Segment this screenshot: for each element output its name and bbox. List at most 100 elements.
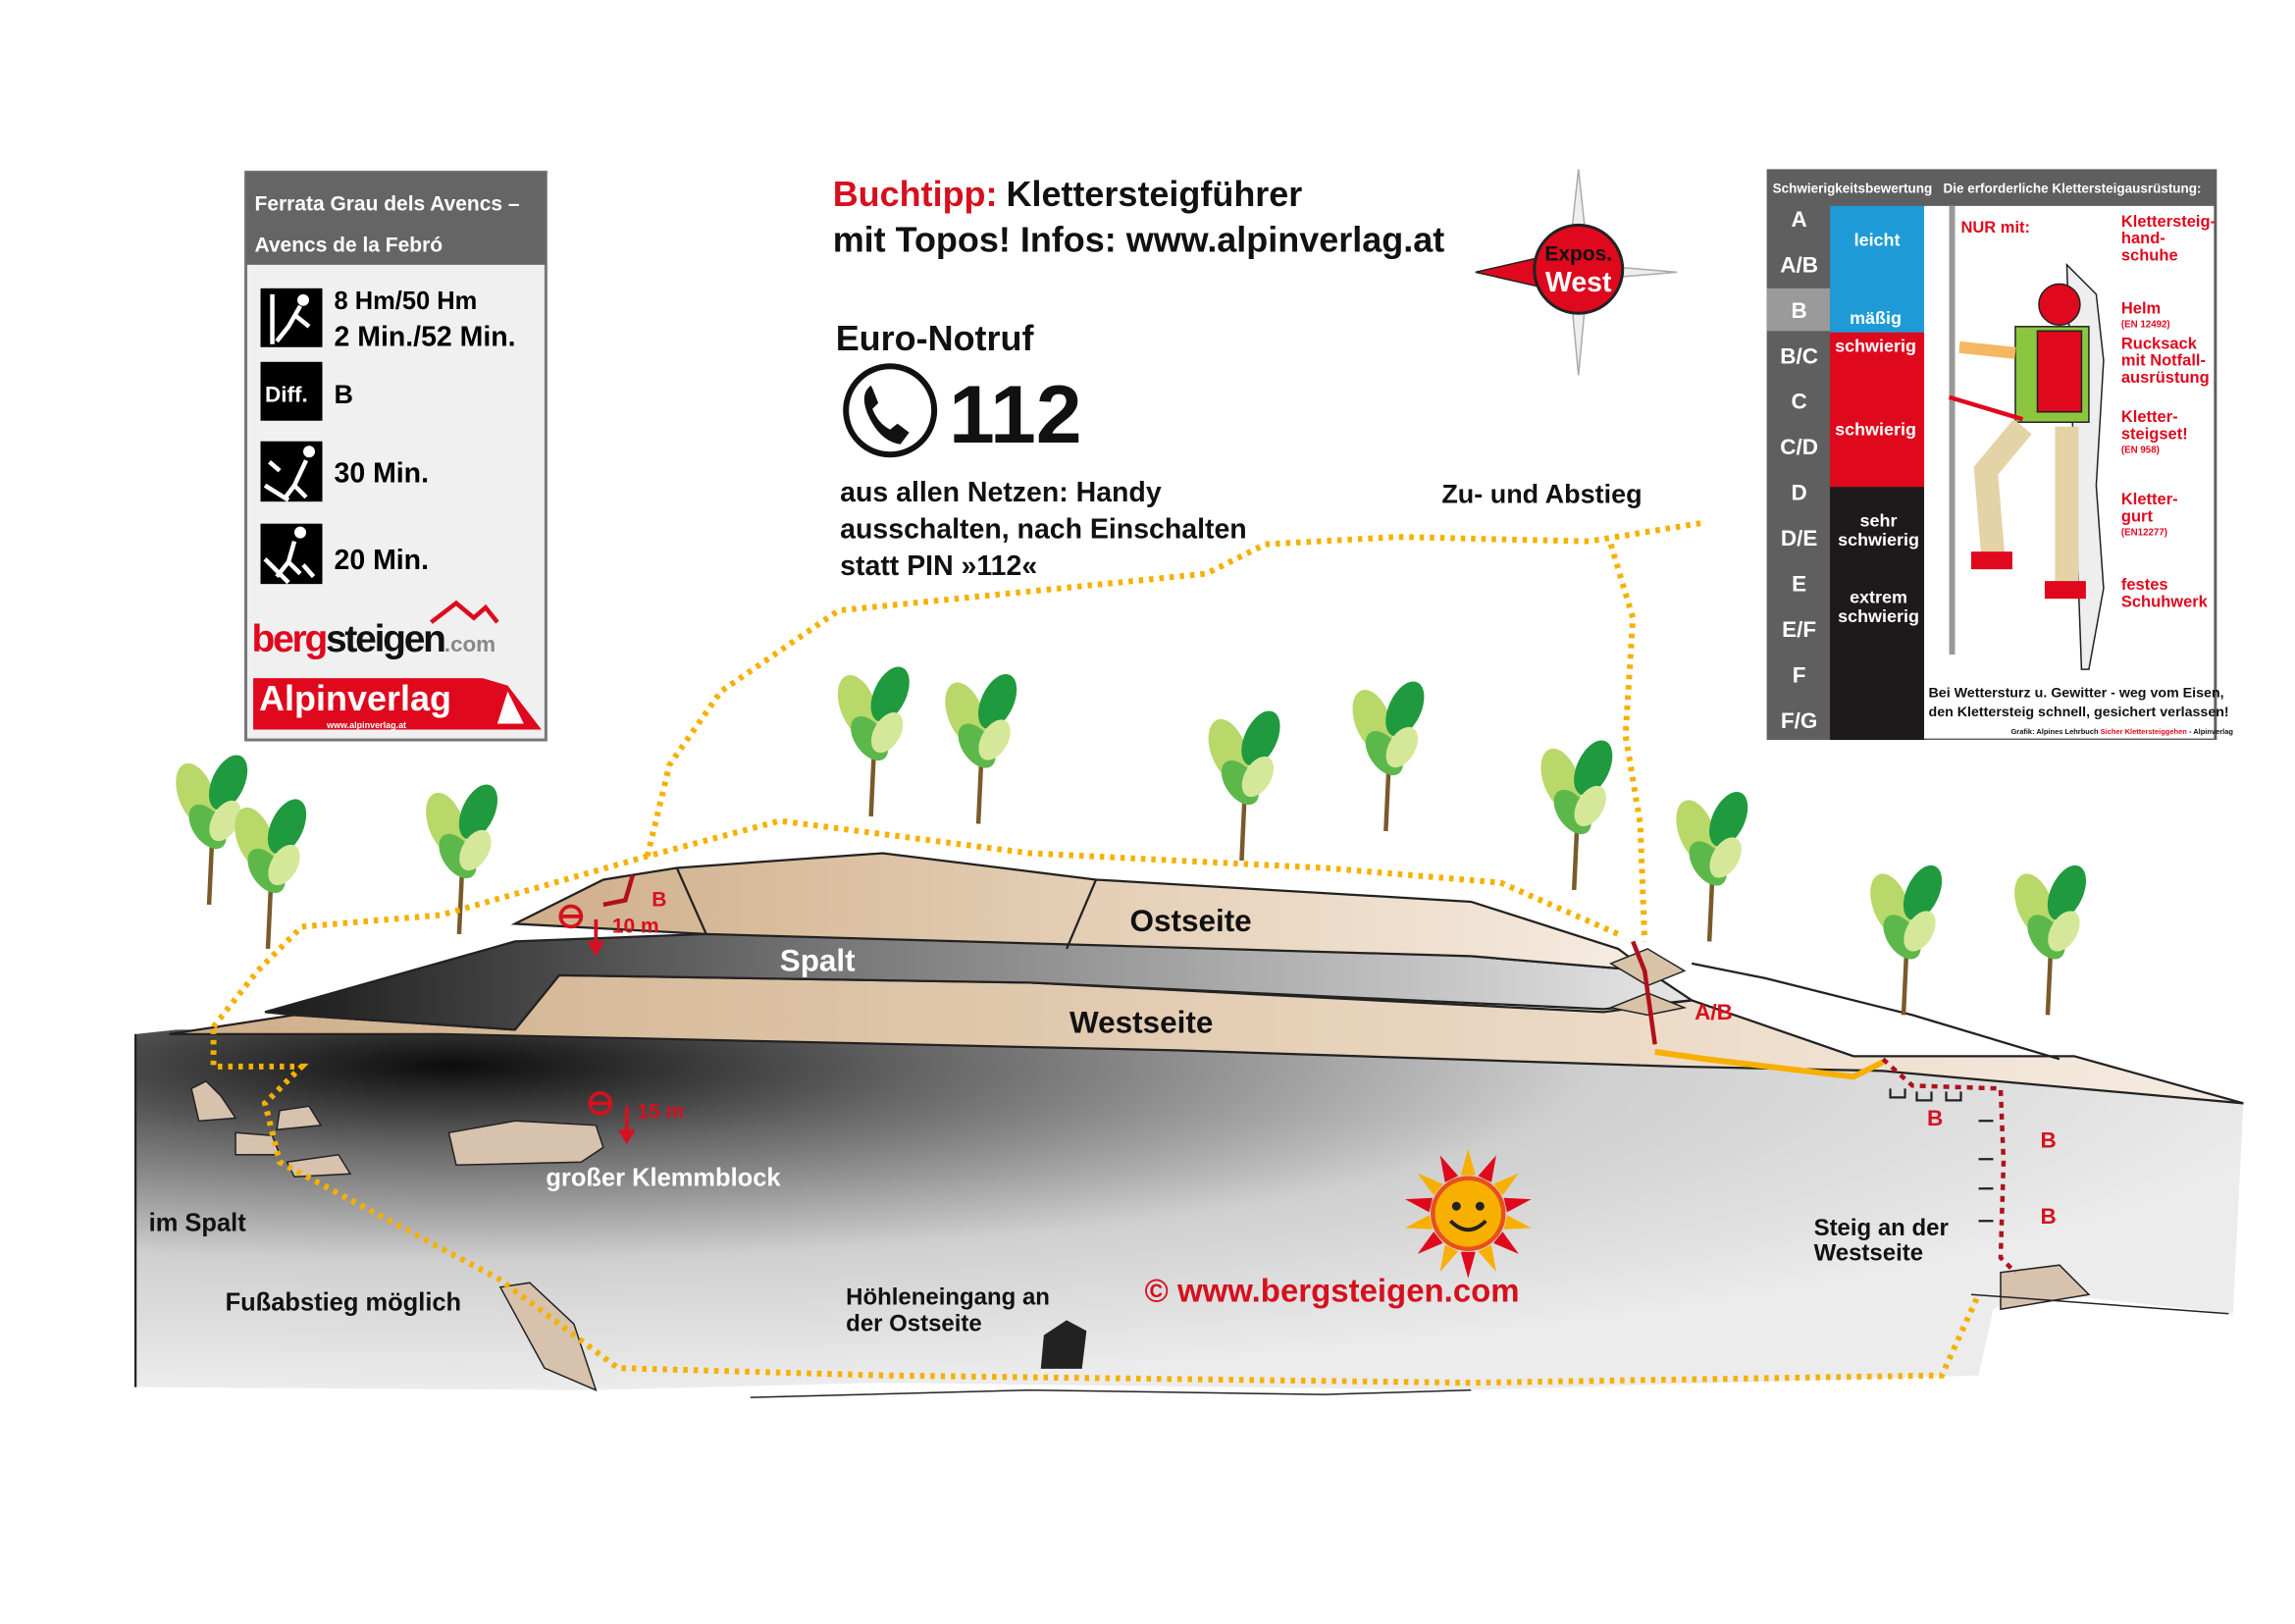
spalt-label: Spalt: [780, 943, 856, 977]
grade-label: F: [1793, 663, 1806, 688]
via-ferrata-route: [1654, 1048, 1885, 1080]
hoehle-label-2: der Ostseite: [846, 1311, 982, 1337]
level-label: schwierig: [1838, 606, 1919, 626]
graphic-credit: Grafik: Alpines Lehrbuch Sicher Kletters…: [2010, 727, 2233, 736]
top-b-section: [602, 874, 635, 908]
trees: [176, 666, 2087, 1016]
warning-line-1: Bei Wettersturz u. Gewitter - weg vom Ei…: [1929, 686, 2224, 702]
emergency-text-2: ausschalten, nach Einschalten: [840, 514, 1247, 546]
sun-icon: [1404, 1148, 1532, 1279]
route-title-1: Ferrata Grau dels Avencs –: [255, 192, 520, 215]
booktip-line1[interactable]: Buchtipp:Klettersteigführer: [833, 174, 1303, 214]
drop-label-top: 10 m: [612, 915, 659, 937]
hoehle-label-1: Höhleneingang an: [846, 1284, 1050, 1311]
svg-text:www.alpinverlag.at: www.alpinverlag.at: [326, 720, 406, 730]
alpinverlag-logo: Alpinverlag www.alpinverlag.at: [253, 678, 542, 730]
equipment-item: gurt: [2121, 507, 2154, 525]
equipment-item: Schuhwerk: [2121, 593, 2209, 610]
abseil-marker-top: [558, 904, 605, 957]
time-value: 2 Min./52 Min.: [335, 321, 516, 352]
fussabstieg-label: Fußabstieg möglich: [226, 1289, 462, 1317]
rock-formation: [133, 852, 2244, 1398]
route-title-2: Avencs de la Febró: [255, 234, 443, 256]
tree-icon: [945, 674, 1017, 824]
exposition-value: West: [1545, 267, 1612, 298]
active-grade-highlight: [1766, 288, 1831, 332]
grade-label: F/G: [1781, 708, 1817, 733]
grade-label: B: [1791, 298, 1806, 323]
emergency-number: 112: [949, 368, 1081, 460]
level-label: schwierig: [1838, 530, 1919, 550]
cave-area: [135, 1029, 2244, 1390]
equipment-item: Helm: [2121, 299, 2161, 317]
level-label: schwierig: [1835, 420, 1916, 440]
ab-section: [1631, 940, 1657, 1045]
grade-label: E: [1792, 572, 1806, 597]
bergsteigen-wordmark: bergsteigen.com: [252, 618, 496, 660]
level-label: sehr: [1860, 511, 1898, 531]
exposition-label: Expos.: [1544, 242, 1612, 265]
ostseite-label: Ostseite: [1130, 904, 1252, 938]
level-label: mäßig: [1850, 308, 1902, 328]
difficulty-header: Schwierigkeitsbewertung: [1773, 181, 1933, 195]
height-value: 8 Hm/50 Hm: [335, 288, 478, 315]
descent-time: 20 Min.: [335, 545, 430, 576]
access-label: Zu- und Abstieg: [1441, 480, 1642, 509]
tree-icon: [1676, 791, 1748, 942]
equipment-item: steigset!: [2121, 425, 2188, 443]
tree-icon: [2014, 864, 2087, 1016]
grade-label: C: [1791, 390, 1806, 414]
difficulty-icon: [260, 361, 323, 421]
equipment-item: ausrüstung: [2121, 369, 2210, 387]
tree-icon: [176, 755, 248, 906]
drop-label-mid: 15 m: [637, 1100, 684, 1123]
equipment-item: Rucksack: [2121, 335, 2198, 352]
tree-icon: [235, 799, 307, 950]
equipment-item: festes: [2121, 576, 2168, 594]
grade-label: D: [1791, 481, 1806, 505]
equipment-norm: (EN 958): [2121, 445, 2160, 456]
copyright-link[interactable]: © www.bergsteigen.com: [1145, 1273, 1520, 1309]
equipment-norm: (EN 12492): [2121, 320, 2170, 331]
grade-label: E/F: [1782, 617, 1816, 642]
info-box: Ferrata Grau dels Avencs – Avencs de la …: [244, 170, 548, 742]
grade-label: A: [1791, 207, 1806, 232]
emergency-title: Euro-Notruf: [836, 318, 1035, 358]
equipment-item: Kletter-: [2121, 408, 2178, 426]
grade-label: B/C: [1780, 343, 1818, 368]
tree-icon: [1352, 681, 1425, 832]
grade-label-right: B: [2040, 1127, 2056, 1152]
booktip-line2[interactable]: mit Topos! Infos: www.alpinverlag.at: [833, 219, 1445, 259]
bergsteigen-logo: bergsteigen.com: [252, 600, 499, 660]
tree-icon: [837, 666, 910, 817]
equipment-item: Kletter-: [2121, 491, 2178, 508]
difficulty-panel: Schwierigkeitsbewertung Die erforderlich…: [1766, 169, 2233, 741]
im-spalt-label: im Spalt: [149, 1210, 247, 1237]
approach-path: [210, 519, 1982, 1387]
approach-time: 30 Min.: [335, 458, 430, 490]
emergency-text-3: statt PIN »112«: [840, 550, 1037, 582]
cave-entrance: [1040, 1320, 1087, 1369]
diff-label: Diff.: [265, 382, 308, 406]
climber-illustration: [1948, 262, 2105, 670]
klemmblock-label: großer Klemmblock: [546, 1164, 781, 1191]
westseite-label: Westseite: [1069, 1005, 1213, 1039]
ladder-rungs: [1889, 1088, 1994, 1223]
level-label: schwierig: [1835, 336, 1916, 355]
svg-text:Alpinverlag: Alpinverlag: [259, 678, 451, 718]
emergency-text-1: aus allen Netzen: Handy: [840, 477, 1162, 508]
abseil-marker-mid: [588, 1090, 636, 1145]
steig-label-1: Steig an der: [1814, 1215, 1949, 1241]
warning-line-2: den Klettersteig schnell, gesichert verl…: [1929, 705, 2229, 720]
nur-mit-label: NUR mit:: [1960, 219, 2030, 236]
level-label: extrem: [1850, 588, 1907, 607]
grade-label-right: B: [2040, 1204, 2056, 1229]
steig-label-2: Westseite: [1814, 1240, 1923, 1267]
compass-icon: Expos. West: [1475, 169, 1678, 376]
phone-icon: [843, 363, 938, 458]
grade-label: A/B: [1780, 252, 1818, 277]
equipment-item: schuhe: [2121, 246, 2178, 264]
grade-label-right: B: [1927, 1106, 1943, 1130]
